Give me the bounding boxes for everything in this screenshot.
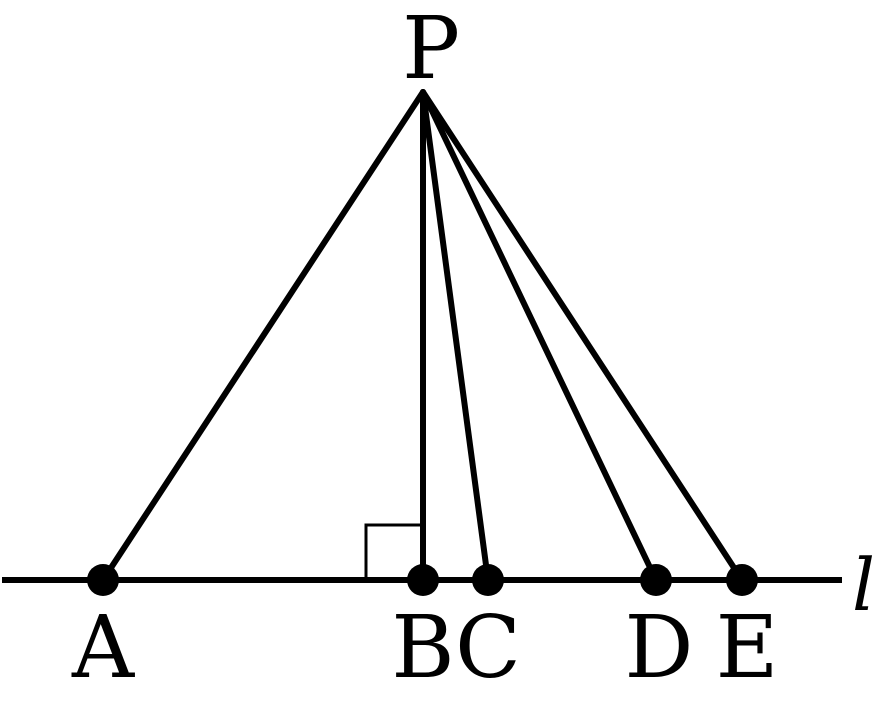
label-E: E — [716, 598, 779, 698]
segment-PD — [420, 89, 659, 583]
point-A — [87, 564, 119, 596]
label-D: D — [625, 598, 694, 698]
label-A: A — [71, 598, 135, 698]
point-B — [407, 564, 439, 596]
label-P: P — [402, 0, 460, 99]
point-E — [726, 564, 758, 596]
segment-PC — [420, 89, 491, 583]
point-D — [640, 564, 672, 596]
segment-PE — [420, 89, 745, 583]
label-C: C — [455, 598, 521, 698]
point-C — [472, 564, 504, 596]
label-B: B — [391, 598, 454, 698]
segment-PA — [100, 89, 426, 583]
right-angle-marker — [364, 523, 421, 580]
line-l-label: l — [852, 543, 875, 627]
